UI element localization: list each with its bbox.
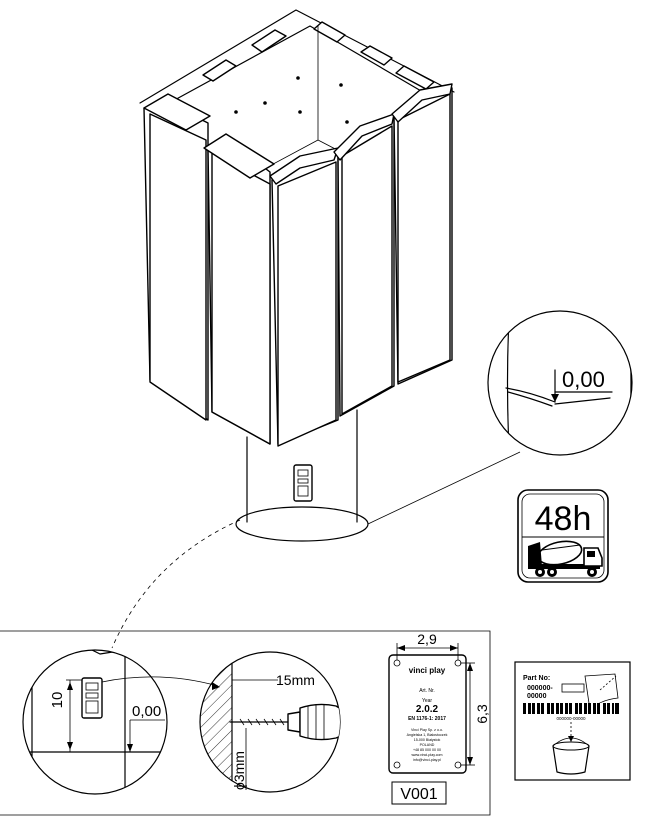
svg-text:www.vinci-play.com: www.vinci-play.com: [411, 753, 442, 757]
barcode-text: 000000-00000: [556, 716, 586, 721]
svg-text:Angielska 1, Białostoczek: Angielska 1, Białostoczek: [407, 733, 448, 737]
svg-text:+48 85 000 00 00: +48 85 000 00 00: [413, 748, 441, 752]
part-no-value-2: 00000: [527, 693, 547, 700]
svg-text:info@vinci-play.pl: info@vinci-play.pl: [413, 758, 441, 762]
ground-level-left-label: 0,00: [132, 703, 161, 720]
plate-width-label: 2,9: [417, 631, 437, 647]
bin-drawing: [139, 9, 455, 542]
plate-height-label: 10: [49, 692, 66, 709]
plate-height-label: 6,3: [474, 704, 490, 724]
plate-art-label: Art. Nr.: [419, 688, 435, 694]
cure-time-label: 48h: [535, 500, 592, 538]
drill-diameter-label: ϕ3mm: [231, 751, 247, 790]
svg-text:15-000 Białystok: 15-000 Białystok: [414, 738, 441, 742]
plate-code: V001: [400, 786, 437, 803]
plate-height-detail: 10 0,00: [22, 649, 168, 795]
drill-detail: 15mm ϕ3mm: [199, 651, 341, 793]
part-no-value-1: 000000-: [527, 685, 553, 692]
ground-level-label: 0,00: [562, 367, 605, 392]
svg-text:Vinci Play Sp. z o.o.: Vinci Play Sp. z o.o.: [411, 728, 443, 732]
part-no-label: Part No:: [523, 675, 550, 682]
plate-standard: EN 1176-1: 2017: [408, 716, 446, 722]
concrete-mixer-truck-icon: [528, 540, 603, 577]
plate-address: Vinci Play Sp. z o.o. Angielska 1, Biało…: [407, 728, 448, 762]
drill-icon: [287, 703, 340, 741]
svg-text:POLAND: POLAND: [420, 743, 435, 747]
cure-time-badge: 48h: [517, 489, 609, 583]
plate-model: 2.0.2: [416, 704, 439, 715]
drill-depth-label: 15mm: [276, 672, 315, 688]
plate-brand: vinci play: [409, 666, 446, 675]
detail-leader: [111, 519, 241, 649]
part-label-card: Part No: 000000- 00000 000000-00000: [514, 661, 631, 781]
plate-year-label: Year: [422, 698, 432, 704]
barcode-icon: 000000-00000: [523, 703, 619, 721]
identification-plate: vinci play Art. Nr. Year 2.0.2 EN 1176-1…: [388, 631, 490, 805]
bucket-icon: [552, 737, 590, 775]
